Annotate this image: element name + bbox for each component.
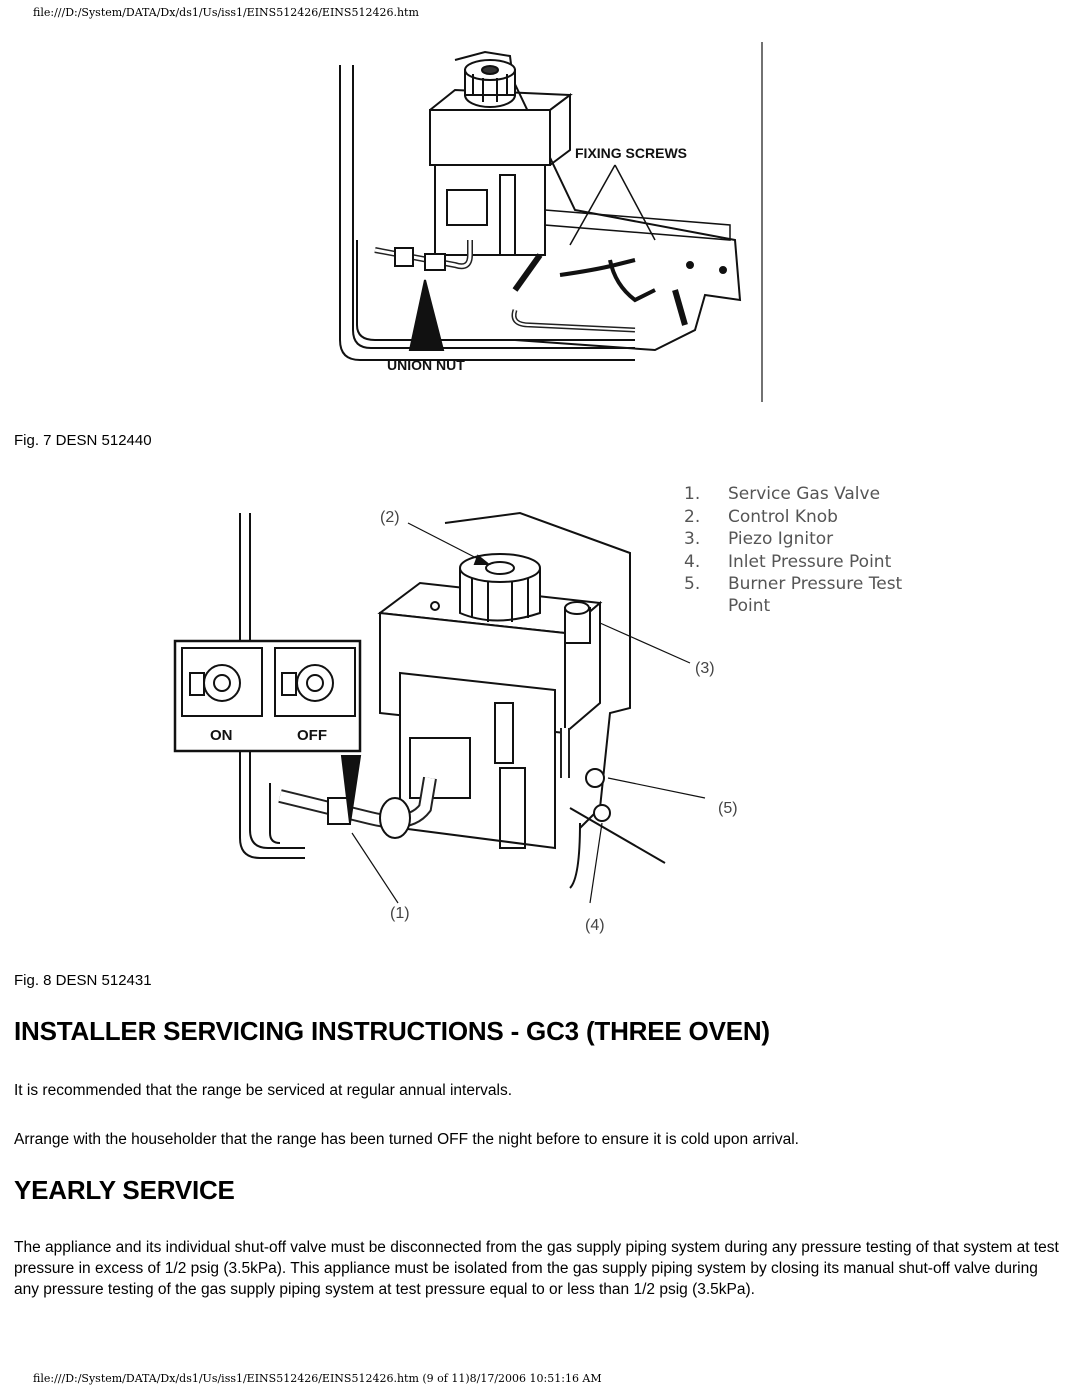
callout-5: (5) — [718, 800, 738, 817]
union-nut-label: UNION NUT — [387, 357, 465, 373]
fixing-screws-label: FIXING SCREWS — [575, 145, 687, 161]
paragraph-arrange-householder: Arrange with the householder that the ra… — [14, 1131, 799, 1148]
figure-7-diagram: FIXING SCREWS UNION NUT — [335, 40, 765, 405]
figure-7-caption: Fig. 7 DESN 512440 — [14, 432, 152, 449]
inset-on-label: ON — [210, 727, 233, 744]
footer-file-path: file:///D:/System/DATA/Dx/ds1/Us/iss1/EI… — [33, 1372, 602, 1385]
legend-item: 5.Burner Pressure Test — [684, 574, 903, 594]
callout-1: (1) — [390, 905, 410, 922]
paragraph-service-interval: It is recommended that the range be serv… — [14, 1082, 512, 1099]
section-heading-installer-servicing: INSTALLER SERVICING INSTRUCTIONS - GC3 (… — [14, 1016, 770, 1046]
paragraph-pressure-testing: The appliance and its individual shut-of… — [14, 1239, 1059, 1298]
inset-off-label: OFF — [297, 727, 327, 744]
legend-item: Point — [728, 596, 771, 616]
figure-8-diagram: ON OFF (2) (3) (5) (4) (1) 1.Service Gas… — [170, 478, 915, 936]
legend-item: 3.Piezo Ignitor — [684, 529, 834, 549]
legend-item: 4.Inlet Pressure Point — [684, 552, 892, 572]
figure-8-caption: Fig. 8 DESN 512431 — [14, 972, 152, 989]
callout-3: (3) — [695, 660, 715, 677]
legend-item: 1.Service Gas Valve — [684, 484, 881, 504]
callout-2: (2) — [380, 509, 400, 526]
legend-item: 2.Control Knob — [684, 507, 838, 527]
header-file-path: file:///D:/System/DATA/Dx/ds1/Us/iss1/EI… — [33, 6, 419, 19]
section-heading-yearly-service: YEARLY SERVICE — [14, 1175, 235, 1205]
callout-4: (4) — [585, 917, 605, 934]
